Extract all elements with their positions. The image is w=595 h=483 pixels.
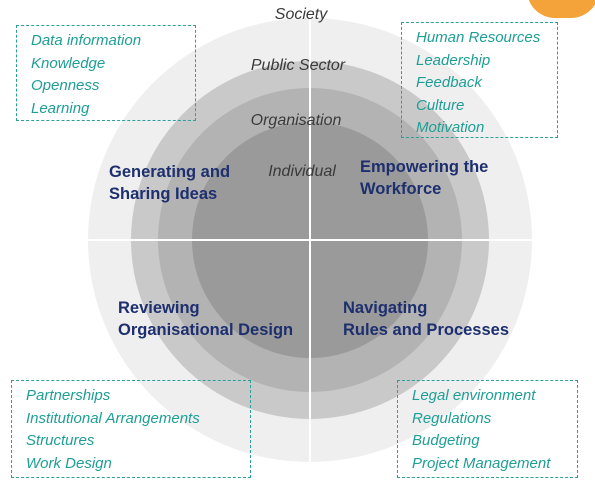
box-item: Work Design: [26, 454, 112, 472]
box-item: Data information: [31, 32, 142, 49]
quadrant-line: Workforce: [360, 180, 442, 198]
quadrant-line: Organisational Design: [118, 321, 294, 339]
quadrant-line: Empowering the: [360, 158, 489, 176]
quadrant-empowering-workforce: Empowering the Workforce: [360, 156, 488, 200]
box-item: Leadership: [416, 51, 491, 69]
box-top-left: Data information Knowledge Openness Lear…: [16, 25, 196, 121]
box-item: Structures: [26, 432, 95, 449]
box-item: Legal environment: [412, 387, 536, 404]
logo-badge: [527, 0, 595, 18]
quadrant-line: Sharing Ideas: [109, 185, 218, 203]
quadrant-generating-sharing-ideas: Generating and Sharing Ideas: [109, 161, 230, 205]
box-top-right: Human Resources Leadership Feedback Cult…: [401, 22, 558, 138]
box-item: Human Resources: [416, 29, 541, 46]
box-item: Budgeting: [412, 432, 480, 449]
box-item: Regulations: [412, 409, 492, 427]
quadrant-line: Generating and: [109, 163, 231, 181]
box-item: Motivation: [416, 119, 485, 136]
quadrant-line: Navigating: [343, 299, 428, 317]
box-bottom-left: Partnerships Institutional Arrangements …: [11, 380, 251, 478]
quadrant-line: Rules and Processes: [343, 321, 509, 339]
box-item: Partnerships: [26, 387, 111, 404]
box-item: Institutional Arrangements: [26, 409, 200, 427]
box-item: Feedback: [416, 74, 482, 91]
quadrant-reviewing-organisational-design: Reviewing Organisational Design: [118, 297, 293, 341]
box-item: Learning: [31, 99, 90, 117]
individual-label: Individual: [268, 163, 336, 180]
public-sector-label: Public Sector: [250, 57, 346, 74]
quadrant-line: Reviewing: [118, 299, 200, 317]
quadrant-navigating-rules-processes: Navigating Rules and Processes: [343, 297, 509, 341]
organisation-label: Organisation: [250, 112, 342, 129]
society-label: Society: [274, 6, 328, 23]
box-item: Culture: [416, 96, 465, 114]
box-item: Openness: [31, 77, 100, 94]
box-item: Knowledge: [31, 54, 106, 72]
box-item: Project Management: [412, 454, 551, 472]
box-bottom-right: Legal environment Regulations Budgeting …: [397, 380, 578, 478]
